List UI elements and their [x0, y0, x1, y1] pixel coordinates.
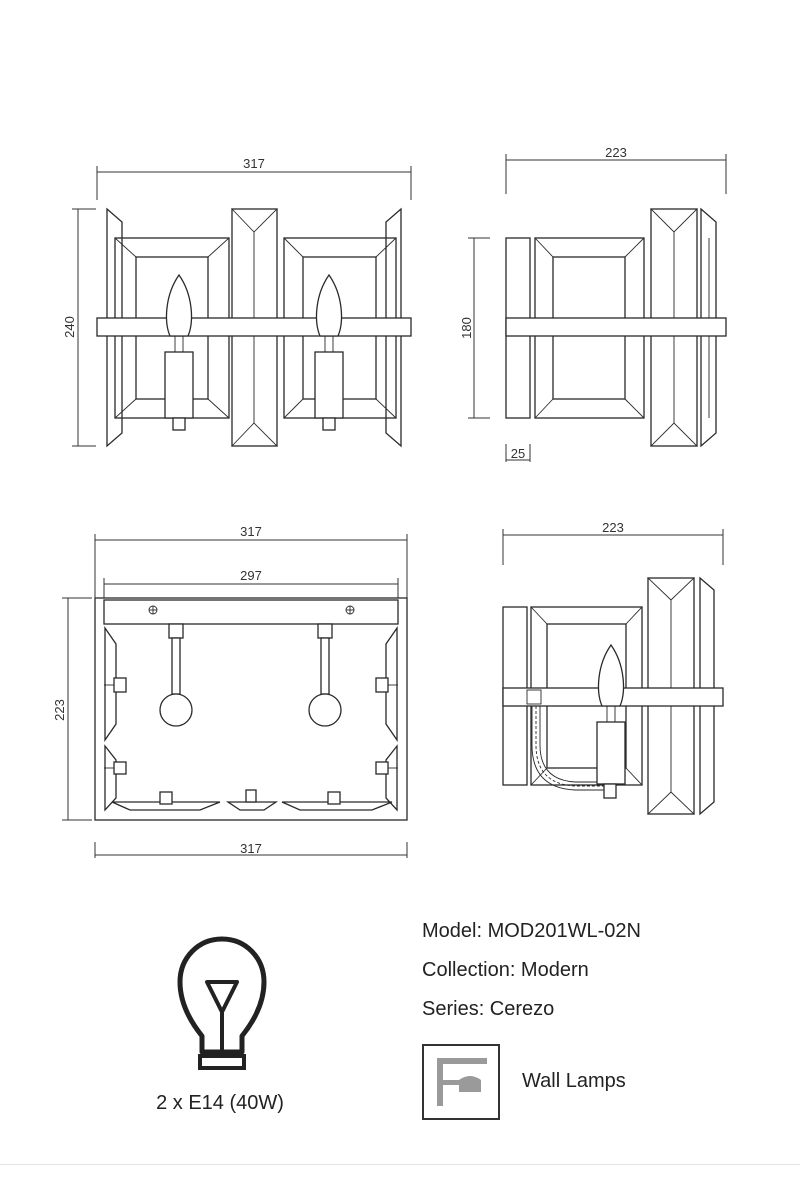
side-view: 223 180 25: [459, 145, 727, 462]
front-height-label: 240: [62, 316, 77, 338]
model-label: Model: MOD201WL-02N: [422, 920, 641, 942]
side-height-label: 180: [459, 317, 474, 339]
side-width-label: 223: [605, 145, 627, 160]
wall-lamp-icon: [437, 1058, 487, 1106]
light-bulb-icon: [177, 936, 267, 1070]
collection-label: Collection: Modern: [422, 959, 589, 981]
top-width-bottom-label: 317: [240, 841, 262, 856]
top-depth-label: 223: [52, 699, 67, 721]
backplate-depth-label: 25: [511, 446, 525, 461]
section-width-label: 223: [602, 520, 624, 535]
front-width-label: 317: [243, 156, 265, 171]
series-label: Series: Cerezo: [422, 998, 555, 1020]
top-width-inner-label: 297: [240, 568, 262, 583]
top-view: 317 297 223 317: [52, 524, 408, 858]
category-label: Wall Lamps: [522, 1070, 626, 1092]
category-icon-box: [422, 1044, 500, 1120]
top-width-outer-label: 317: [240, 524, 262, 539]
front-view: 317 240: [62, 156, 412, 448]
bulb-spec: 2 x E14 (40W): [156, 1092, 284, 1114]
section-view: 223: [502, 520, 724, 816]
footer-divider: [0, 1164, 800, 1165]
